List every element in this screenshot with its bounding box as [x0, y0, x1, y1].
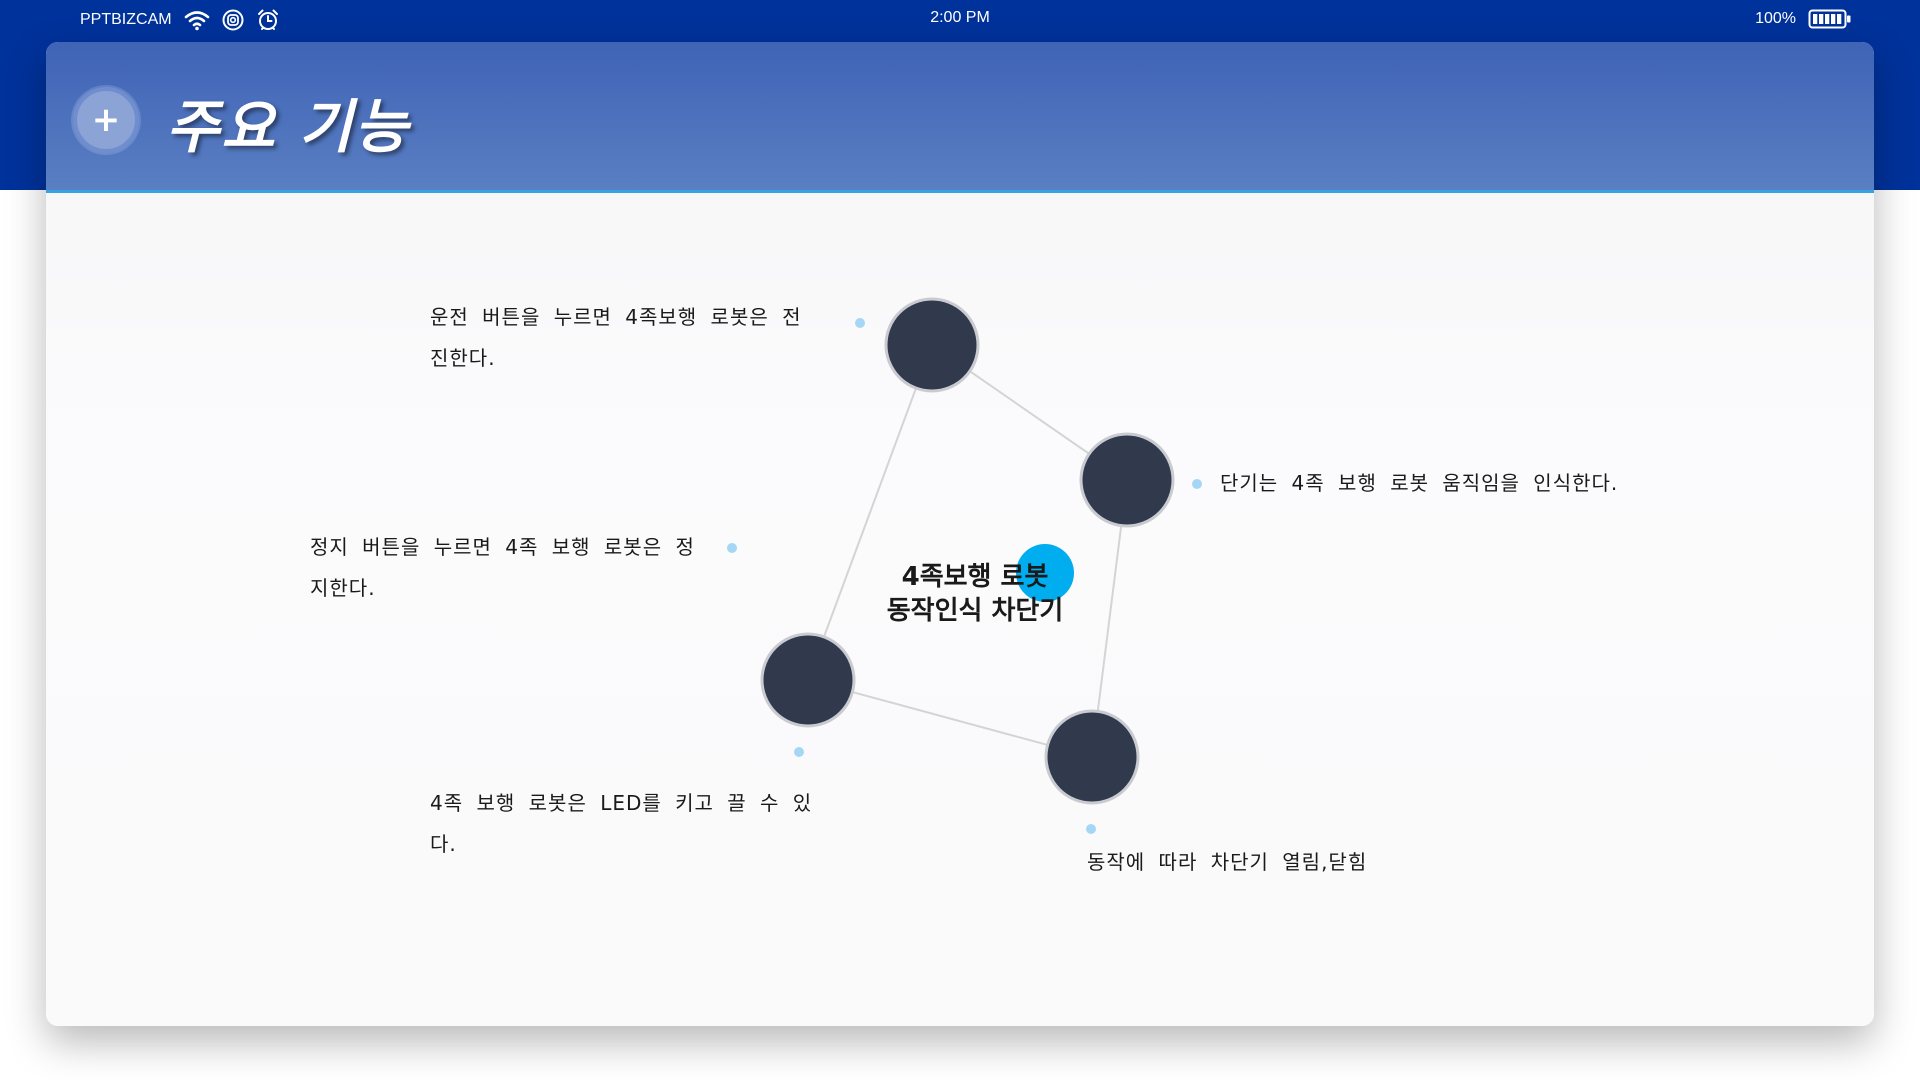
feature-gate-text: 동작에 따라 차단기 열림,닫힘: [1087, 842, 1367, 883]
carrier-label: PPTBIZCAM: [80, 11, 172, 28]
add-button[interactable]: +: [73, 87, 139, 153]
status-time: 2:00 PM: [930, 9, 990, 26]
feature-recognize-text: 단기는 4족 보행 로봇 움직임을 인식한다.: [1220, 463, 1618, 504]
center-label-line1: 4족보행 로봇: [901, 562, 1049, 592]
feature-forward-text: 운전 버튼을 누르면 4족보행 로봇은 전 진한다.: [430, 297, 802, 379]
slide-header: + 주요 기능: [46, 42, 1874, 193]
feature-forward-line2: 진한다.: [430, 346, 496, 370]
connector-dot-right: [1192, 479, 1202, 489]
slide-card: + 주요 기능: [46, 42, 1874, 1026]
battery-percent: 100%: [1755, 10, 1796, 27]
feature-led-line2: 다.: [430, 832, 457, 856]
connector-dot-left-bottom: [794, 747, 804, 757]
instagram-icon: [222, 9, 244, 31]
diagram-nodes: [760, 297, 1175, 805]
feature-stop-text: 정지 버튼을 누르면 4족 보행 로봇은 정 지한다.: [310, 527, 695, 609]
feature-stop-line2: 지한다.: [310, 576, 376, 600]
feature-gate-line1: 동작에 따라 차단기 열림,닫힘: [1087, 850, 1368, 874]
node-bottom: [1044, 709, 1140, 805]
feature-led-line1: 4족 보행 로봇은 LED를 키고 끌 수 있: [430, 791, 813, 815]
alarm-clock-icon: [256, 8, 280, 32]
feature-recognize-line1: 단기는 4족 보행 로봇 움직임을 인식한다.: [1220, 471, 1619, 495]
status-right: 100%: [1755, 8, 1852, 30]
node-left: [760, 632, 856, 728]
accent-dot: [1016, 544, 1074, 602]
plus-icon: +: [91, 100, 121, 140]
feature-forward-line1: 운전 버튼을 누르면 4족보행 로봇은 전: [430, 305, 802, 329]
node-right: [1079, 432, 1175, 528]
center-label: 4족보행 로봇 동작인식 차단기: [845, 560, 1105, 628]
battery-icon: [1808, 8, 1852, 30]
status-left: PPTBIZCAM: [80, 8, 280, 32]
node-top: [884, 297, 980, 393]
connector-dot-top: [855, 318, 865, 328]
status-bar: PPTBIZCAM: [0, 0, 1920, 38]
connector-dot-bottom: [1086, 824, 1096, 834]
wifi-icon: [184, 9, 210, 31]
center-label-line2: 동작인식 차단기: [886, 596, 1064, 626]
edge-top-left: [807, 344, 933, 681]
edge-left-bottom: [807, 679, 1093, 758]
connector-dot-left: [727, 543, 737, 553]
feature-stop-line1: 정지 버튼을 누르면 4족 보행 로봇은 정: [310, 535, 695, 559]
page-title: 주요 기능: [166, 93, 410, 161]
feature-led-text: 4족 보행 로봇은 LED를 키고 끌 수 있 다.: [430, 783, 812, 865]
diagram-edges: [807, 344, 1128, 758]
connector-dots: [727, 318, 1202, 834]
